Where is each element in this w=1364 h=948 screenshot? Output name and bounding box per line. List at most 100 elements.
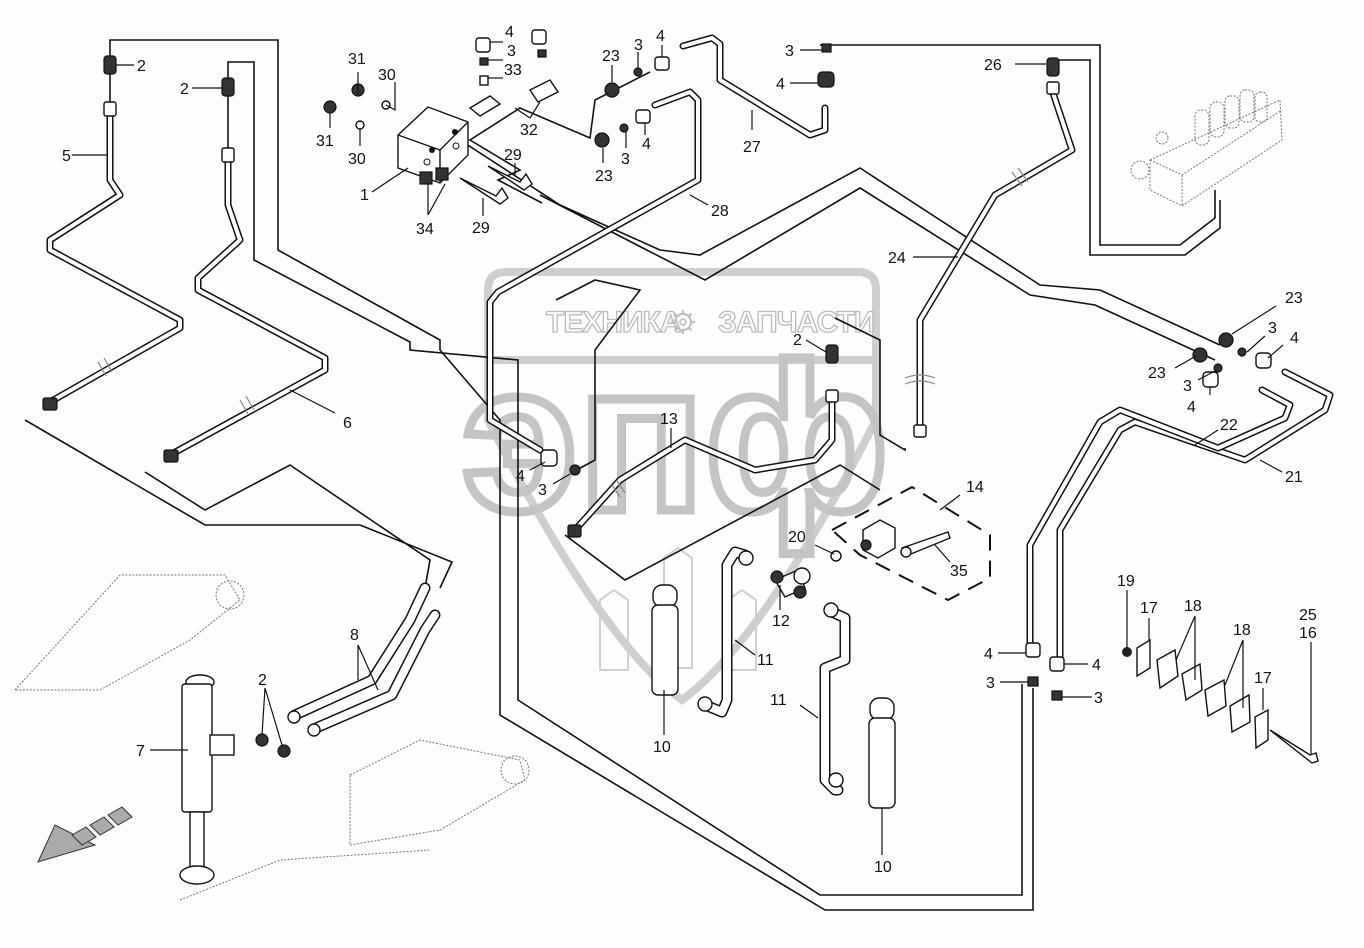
- callout-32: 32: [520, 122, 538, 139]
- seal-3g: [1213, 363, 1223, 373]
- callout-8: 8: [350, 627, 359, 644]
- tee-12: [770, 567, 811, 599]
- nut-4g: [1202, 371, 1219, 388]
- union-2b: [221, 77, 235, 97]
- nut-5-end: [42, 397, 58, 411]
- callout-23: 23: [602, 48, 620, 65]
- union-23d: [1192, 347, 1208, 363]
- nut-4a-right: [531, 29, 547, 45]
- route-line-a: [24, 419, 454, 589]
- callout-18: 18: [1184, 598, 1202, 615]
- callout-5: 5: [62, 148, 71, 165]
- seal-3d: [821, 43, 832, 53]
- callout-18: 18: [1233, 622, 1251, 639]
- pipe-24: [916, 86, 1076, 434]
- callout-4: 4: [505, 24, 514, 41]
- callout-4: 4: [642, 136, 651, 153]
- route-line-d: [834, 317, 906, 452]
- break-marks: [97, 167, 1029, 498]
- nut-4f: [1255, 352, 1272, 369]
- callout-29: 29: [504, 147, 522, 164]
- callout-17: 17: [1254, 670, 1272, 687]
- nut-24-top: [1046, 81, 1060, 95]
- callout-35: 35: [950, 563, 968, 580]
- union-2c: [825, 344, 839, 364]
- clamp-18d: [1229, 693, 1251, 734]
- nut-4e: [540, 449, 558, 467]
- callout-28: 28: [711, 203, 729, 220]
- direction-arrow-icon: [37, 806, 133, 863]
- callout-4: 4: [1092, 657, 1101, 674]
- callout-27: 27: [743, 139, 761, 156]
- nut-6-top: [221, 147, 235, 163]
- route-line-e: [564, 464, 881, 581]
- callout-30: 30: [348, 151, 366, 168]
- clamp-18b: [1181, 662, 1203, 702]
- nut-5-top: [103, 101, 117, 117]
- watermark-logo: эпф: [462, 320, 889, 555]
- nut-19: [1122, 647, 1132, 657]
- callout-2: 2: [258, 672, 267, 689]
- callout-10: 10: [653, 739, 671, 756]
- callout-24: 24: [888, 250, 906, 267]
- route-line-valve-a: [820, 44, 1216, 246]
- union-2a: [103, 55, 117, 75]
- callout-12: 12: [772, 613, 790, 630]
- valve-kit-14: [830, 485, 991, 602]
- seal-3f: [1237, 347, 1247, 357]
- watermark-shield: [484, 360, 880, 705]
- plate-17b: [1254, 708, 1269, 750]
- nut-31b: [323, 100, 337, 114]
- callout-16: 16: [1299, 625, 1317, 642]
- break-mark-13: [611, 480, 626, 498]
- tee-32b: [528, 79, 560, 103]
- callout-22: 22: [1220, 417, 1238, 434]
- route-line-cross-a: [459, 139, 1221, 346]
- seal-3h: [1027, 676, 1039, 687]
- seal-3e: [569, 464, 581, 476]
- control-valve-block: [1130, 89, 1283, 207]
- nut-13-top: [825, 389, 839, 403]
- pipe-13: [571, 394, 836, 534]
- seal-3i: [1051, 690, 1063, 701]
- break-mark-24b: [904, 374, 936, 385]
- nut-4c: [635, 109, 651, 124]
- nut-4d: [817, 71, 835, 88]
- route-line-left-inner: [227, 61, 1023, 896]
- manifold-block: [397, 106, 469, 185]
- watermark: ТЕХНИКА ЗАПЧАСТИ эпф: [458, 268, 893, 705]
- pipe-clamp-assembly: [1122, 638, 1319, 764]
- union-26: [1046, 57, 1060, 77]
- callout-1: 1: [360, 187, 369, 204]
- callout-3: 3: [621, 151, 630, 168]
- callout-21: 21: [1285, 469, 1303, 486]
- callout-29: 29: [472, 220, 490, 237]
- callout-4: 4: [984, 646, 993, 663]
- callout-3: 3: [986, 675, 995, 692]
- callout-3: 3: [538, 482, 547, 499]
- lift-cylinder-7: [179, 674, 235, 885]
- nut-4b: [654, 56, 670, 71]
- union-2d-a: [255, 733, 269, 747]
- callout-30: 30: [378, 67, 396, 84]
- cylinder-10a: [651, 584, 679, 696]
- callout-23: 23: [595, 168, 613, 185]
- callout-2: 2: [180, 81, 189, 98]
- callout-11: 11: [770, 692, 787, 709]
- break-mark-24a: [1011, 167, 1029, 187]
- seal-33: [479, 75, 489, 86]
- callout-26: 26: [984, 57, 1002, 74]
- nut-6-end: [163, 449, 179, 463]
- callout-2: 2: [793, 332, 802, 349]
- pipe-5: [46, 111, 184, 406]
- union-23a: [604, 82, 620, 98]
- route-line-c: [555, 279, 642, 473]
- tee-32a: [468, 95, 502, 117]
- frame-ghost: [13, 574, 530, 901]
- callout-3: 3: [785, 43, 794, 60]
- nut-13-end: [567, 524, 582, 538]
- watermark-frame: [484, 268, 880, 364]
- route-line-left-outer: [109, 39, 1034, 911]
- callout-13: 13: [660, 411, 678, 428]
- bolt-29b: [459, 177, 509, 205]
